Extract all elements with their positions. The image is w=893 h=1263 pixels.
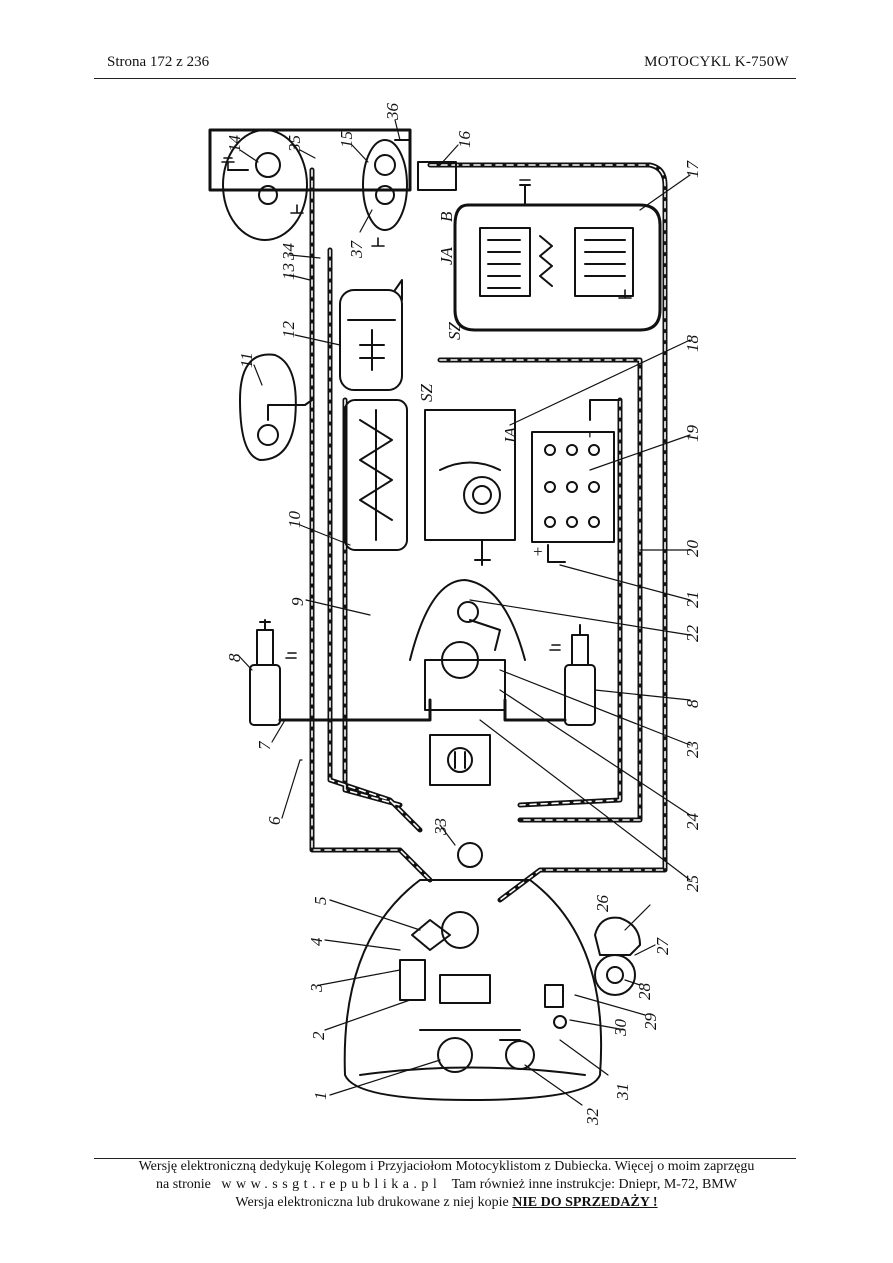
callout-22: 22 <box>683 625 702 643</box>
battery <box>531 399 621 563</box>
harness-dashes <box>311 164 666 901</box>
callout-26: 26 <box>593 895 612 913</box>
callout-29: 29 <box>641 1013 660 1031</box>
page-number: Strona 172 z 236 <box>107 54 210 70</box>
callout-7: 7 <box>255 740 274 750</box>
horn <box>594 916 641 996</box>
callout-3: 3 <box>307 984 326 994</box>
footer-website-link[interactable]: www.ssgt.republika.pl <box>221 1177 442 1192</box>
callout-9: 9 <box>288 597 307 606</box>
manual-title: MOTOCYKL K-750W <box>644 54 789 70</box>
footer-other-manuals: Tam również inne instrukcje: Dniepr, M-7… <box>451 1177 737 1192</box>
terminal-plus: + <box>532 542 543 561</box>
callout-19: 19 <box>683 425 702 443</box>
terminal-sz-regulator: SZ <box>445 322 464 341</box>
callout-31: 31 <box>613 1083 632 1101</box>
footer-divider <box>94 1158 796 1159</box>
callout-27: 27 <box>653 937 672 956</box>
rear-lamp-assembly <box>222 129 457 241</box>
terminal-ja-generator: JA <box>501 426 520 445</box>
spark-plug-left <box>249 619 281 726</box>
terminal-b: B <box>437 211 456 222</box>
callout-numbers: 1 2 3 4 5 6 7 8 9 10 11 12 13 34 14 35 1… <box>225 103 702 1127</box>
sidecar-lamp <box>239 353 313 461</box>
callout-13: 13 <box>279 263 298 280</box>
headlamp <box>343 842 603 1101</box>
spark-plug-right <box>564 624 596 726</box>
callout-4: 4 <box>307 937 326 946</box>
callout-2: 2 <box>309 1031 328 1040</box>
callout-6: 6 <box>265 816 284 825</box>
callout-10: 10 <box>285 511 304 529</box>
header-divider <box>94 78 796 79</box>
footer-notice: Wersja elektroniczna lub drukowane z nie… <box>235 1195 509 1210</box>
footer-dedication: Wersję elektroniczną dedykuję Kolegom i … <box>138 1159 755 1174</box>
callout-25: 25 <box>683 875 702 892</box>
callout-8-left: 8 <box>225 653 244 662</box>
distributor <box>409 579 526 711</box>
footer-not-for-sale: NIE DO SPRZEDAŻY ! <box>512 1195 658 1210</box>
callout-11: 11 <box>237 352 256 368</box>
voltage-regulator <box>453 184 662 332</box>
callout-12: 12 <box>279 321 298 339</box>
callout-17: 17 <box>683 160 702 179</box>
callout-33: 33 <box>431 818 450 836</box>
terminal-minus: - <box>579 432 598 438</box>
callout-32: 32 <box>583 1108 602 1127</box>
callout-28: 28 <box>635 983 654 1001</box>
callout-leaders <box>237 119 691 1106</box>
callout-30: 30 <box>611 1019 630 1038</box>
ignition-coil <box>344 399 408 551</box>
callout-14: 14 <box>225 135 244 153</box>
page-footer: Wersję elektroniczną dedykuję Kolegom i … <box>60 1158 833 1212</box>
footer-website-line: na stronie www.ssgt.republika.pl Tam rów… <box>60 1176 833 1194</box>
callout-34: 34 <box>279 243 298 262</box>
footer-website-prefix: na stronie <box>156 1177 211 1192</box>
brake-switch <box>339 279 403 391</box>
callout-24: 24 <box>683 813 702 831</box>
terminal-labels: B JA SZ SZ JA - + <box>417 211 598 561</box>
callout-36: 36 <box>383 103 402 122</box>
callout-15: 15 <box>337 131 356 148</box>
callout-23: 23 <box>683 741 702 758</box>
generator <box>424 409 516 566</box>
callout-21: 21 <box>683 591 702 608</box>
page-header: Strona 172 z 236 MOTOCYKL K-750W <box>107 54 789 74</box>
condenser-block <box>429 734 491 786</box>
callout-18: 18 <box>683 335 702 353</box>
callout-8-right: 8 <box>683 699 702 708</box>
terminal-sz-generator: SZ <box>417 384 436 403</box>
ground-symbols <box>221 157 632 659</box>
footer-notice-line: Wersja elektroniczna lub drukowane z nie… <box>60 1194 833 1212</box>
terminal-ja-regulator: JA <box>437 246 456 265</box>
callout-35: 35 <box>285 135 304 153</box>
callout-1: 1 <box>311 1092 330 1101</box>
callout-5: 5 <box>311 897 330 906</box>
callout-20: 20 <box>683 540 702 558</box>
callout-37: 37 <box>347 240 366 260</box>
callout-16: 16 <box>455 131 474 149</box>
